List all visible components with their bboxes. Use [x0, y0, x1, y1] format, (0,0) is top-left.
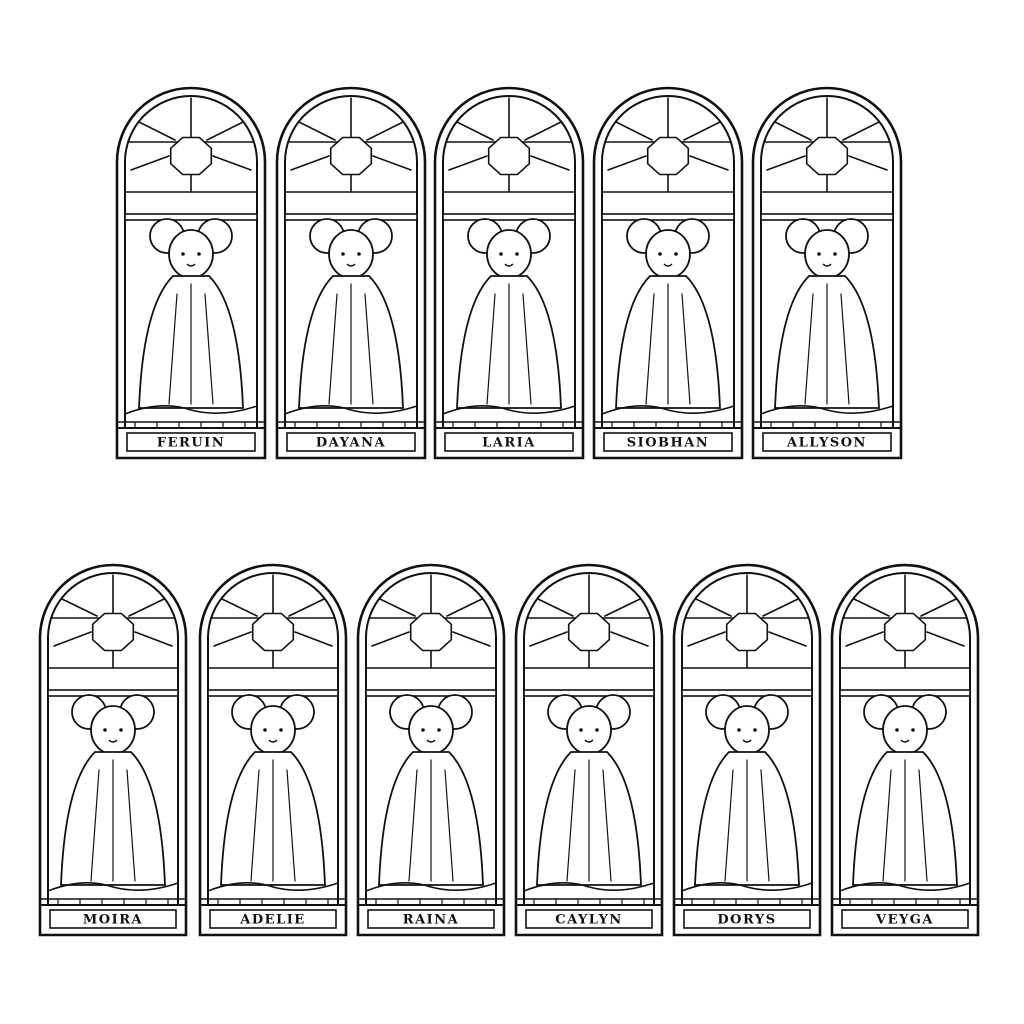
window-veyga: VEYGA [830, 563, 980, 937]
window-raina: RAINA [356, 563, 506, 937]
window-name-label: RAINA [403, 913, 459, 928]
window-name-label: VEYGA [875, 913, 934, 928]
window-dorys: DORYS [672, 563, 822, 937]
window-caylyn: CAYLYN [514, 563, 664, 937]
window-name-label: DORYS [717, 913, 776, 928]
window-siobhan: SIOBHAN [592, 86, 744, 460]
window-name-label: MOIRA [83, 913, 143, 928]
window-laria: LARIA [433, 86, 585, 460]
window-name-label: DAYANA [316, 436, 386, 451]
window-name-label: ADELIE [239, 913, 305, 928]
window-name-label: SIOBHAN [627, 436, 710, 451]
window-name-label: FERUIN [157, 436, 225, 451]
window-name-label: LARIA [482, 436, 536, 451]
stained-glass-windows: FERUIN DAYANA LARIA SIOBHAN ALLYSON MOIRA ADEL… [38, 86, 980, 937]
window-adelie: ADELIE [198, 563, 348, 937]
window-moira: MOIRA [38, 563, 188, 937]
window-feruin: FERUIN [115, 86, 267, 460]
window-allyson: ALLYSON [751, 86, 903, 460]
window-name-label: ALLYSON [786, 436, 867, 451]
window-dayana: DAYANA [275, 86, 427, 460]
window-name-label: CAYLYN [555, 913, 623, 928]
